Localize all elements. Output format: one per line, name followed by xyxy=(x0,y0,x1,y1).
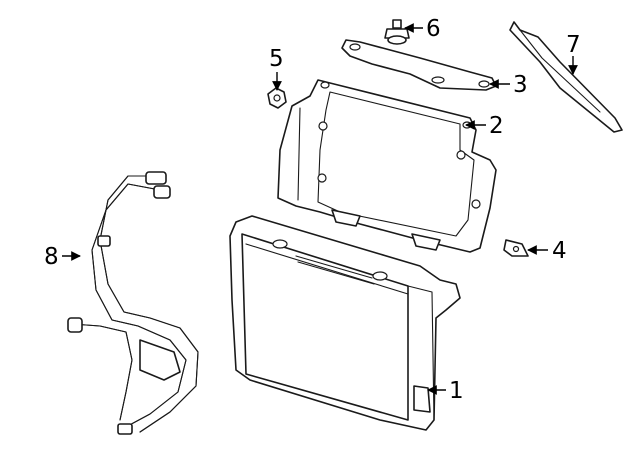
part-8-cooler-lines xyxy=(67,171,199,435)
callout-1: 1 xyxy=(449,378,464,404)
part-2-frame-bracket xyxy=(277,79,497,253)
callout-8: 8 xyxy=(44,244,59,270)
part-6-bolt xyxy=(384,19,410,45)
callout-5: 5 xyxy=(269,46,284,72)
part-1-oil-cooler xyxy=(229,215,461,431)
part-4-clip-nut xyxy=(503,239,529,257)
callout-6: 6 xyxy=(426,16,441,42)
part-3-upper-bracket xyxy=(341,39,497,91)
callout-labels: 1 2 3 4 5 6 7 8 xyxy=(44,16,581,404)
callout-4: 4 xyxy=(552,238,567,264)
part-5-nut xyxy=(267,87,287,109)
callout-3: 3 xyxy=(513,72,528,98)
callout-2: 2 xyxy=(489,113,504,139)
leader-lines xyxy=(62,23,578,395)
part-7-strap-bracket xyxy=(509,21,623,133)
callout-7: 7 xyxy=(566,32,581,58)
